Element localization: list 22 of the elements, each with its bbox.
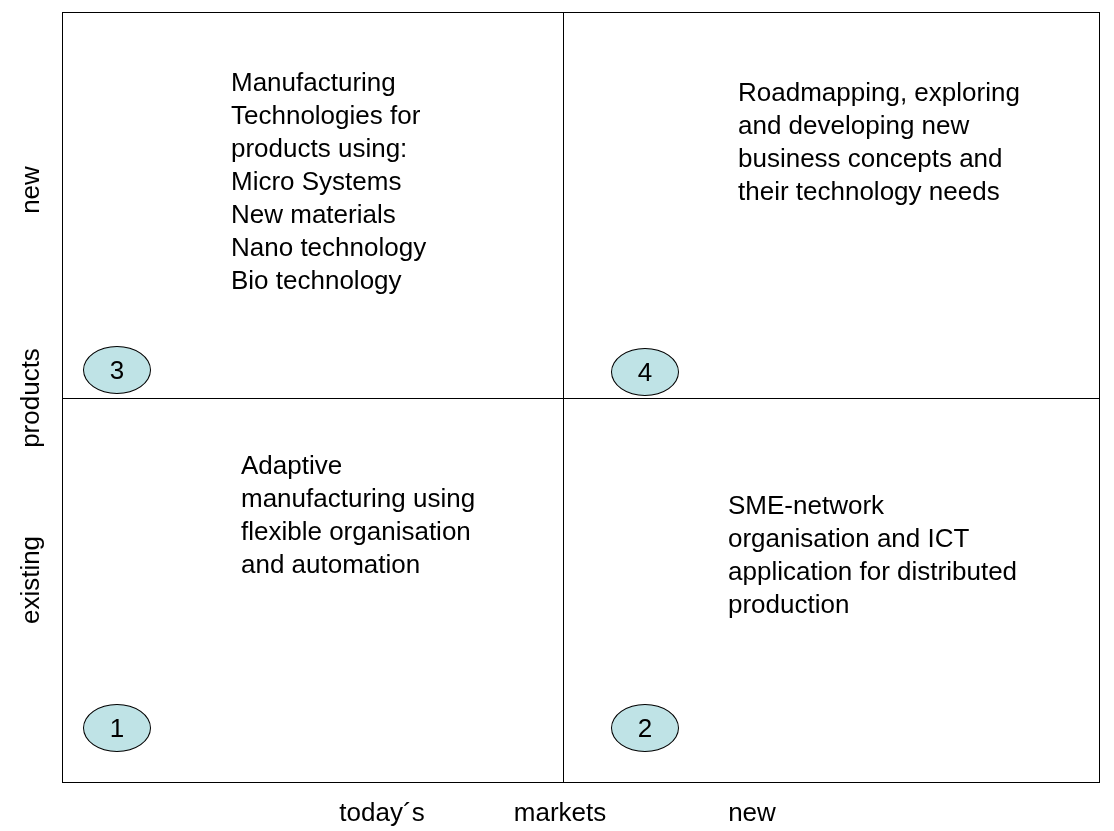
axis-label: new: [15, 166, 45, 214]
number-circle: 4: [611, 348, 679, 396]
matrix-quadrant: [62, 12, 564, 399]
number-circle: 3: [83, 346, 151, 394]
quadrant-text: Roadmapping, exploring and developing new business concepts and their technology needs: [738, 76, 1021, 208]
list-item: Micro Systems: [231, 165, 403, 198]
number-circle: 1: [83, 704, 151, 752]
list-item: Bio technology: [231, 264, 403, 297]
axis-label: new: [728, 797, 776, 827]
quadrant-text: Adaptive manufacturing using flexible organisation and automation: [241, 449, 476, 581]
matrix-quadrant: [62, 398, 564, 783]
matrix-quadrant: [563, 398, 1100, 783]
list-item: New materials: [231, 198, 397, 231]
matrix-quadrant: [563, 12, 1100, 399]
axis-title: markets: [513, 797, 607, 827]
axis-label: today´s: [339, 797, 425, 827]
axis-label: existing: [15, 535, 45, 625]
quadrant-text: SME-network organisation and ICT application for distributed production: [728, 489, 1018, 621]
axis-title: products: [15, 348, 45, 448]
list-item: Nano technology: [231, 231, 428, 264]
number-circle: 2: [611, 704, 679, 752]
quadrant-text: Manufacturing Technologies for products using:: [231, 66, 422, 165]
